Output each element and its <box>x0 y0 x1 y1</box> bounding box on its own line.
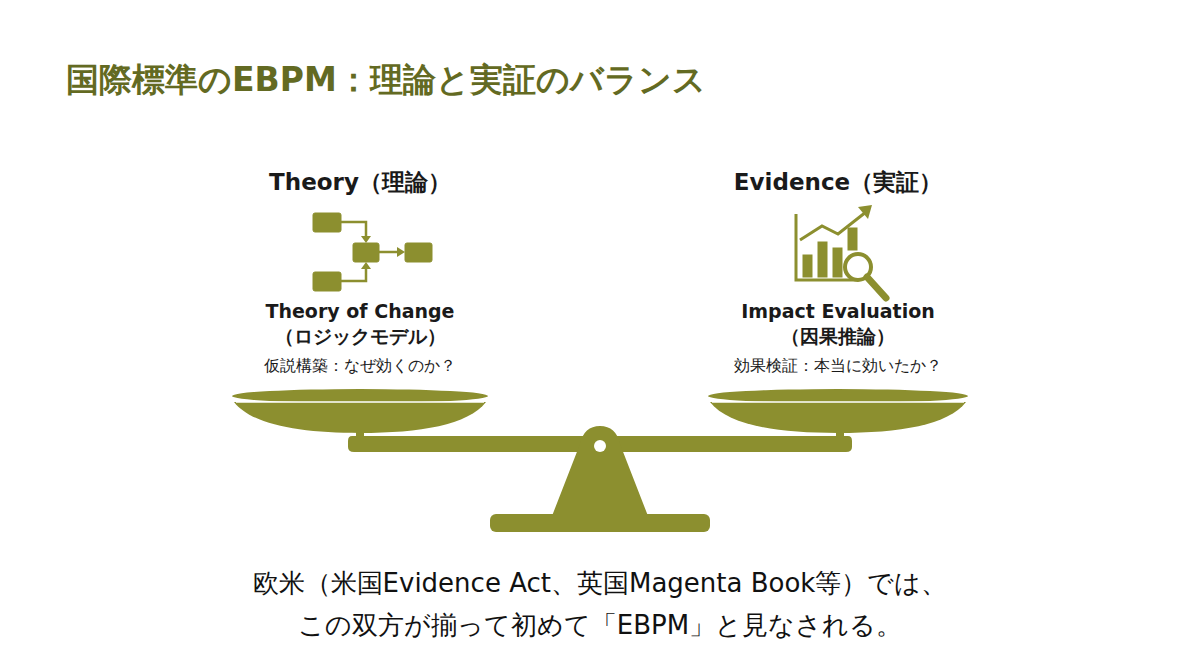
pivot-hole <box>594 440 606 452</box>
pan-rim-gap <box>712 401 964 403</box>
trend-arrowhead <box>858 205 872 219</box>
pan-rim <box>708 389 968 403</box>
pan-bowl <box>710 402 966 433</box>
chart-bar <box>848 228 857 250</box>
method-name: Theory of Change （ロジックモデル） <box>245 299 475 349</box>
pan-bowl <box>234 402 486 433</box>
scale-pan <box>706 387 970 437</box>
slide-caption: 欧米（米国Evidence Act、英国Magenta Book等）では、 この… <box>160 562 1040 646</box>
flowchart-icon <box>313 213 432 291</box>
scale-pivot <box>552 426 648 516</box>
magnifier-handle <box>867 277 886 298</box>
chart-icon <box>796 205 886 298</box>
side-heading: Theory（理論） <box>230 165 490 199</box>
balance-scale <box>348 424 852 532</box>
pan-rim <box>232 389 488 403</box>
method-name: Impact Evaluation （因果推論） <box>723 299 953 349</box>
icon-box <box>313 272 341 291</box>
icon-wire <box>341 267 366 281</box>
method-note: 仮説構築：なぜ効くのか？ <box>230 354 490 378</box>
icon-arrowhead <box>361 262 371 269</box>
icon-arrowhead <box>361 236 371 243</box>
scale-pan-group: Theory（理論） Theory of Change （ロジックモデル） 仮説構築… <box>230 165 490 437</box>
chart-bar <box>803 255 812 277</box>
pan-rim-gap <box>236 401 484 403</box>
icon-arrowhead <box>397 247 405 257</box>
icon-box <box>313 213 341 232</box>
scale-pan-group: Evidence（実証） Impact Evaluation （因果推論） 効果検証… <box>706 165 970 437</box>
icon-box <box>405 243 432 262</box>
icon-box <box>353 243 379 262</box>
scale-pan <box>230 387 490 437</box>
icon-wire <box>341 222 366 238</box>
scale-base <box>490 514 710 532</box>
side-heading: Evidence（実証） <box>706 165 970 199</box>
trend-line <box>800 212 866 240</box>
chart-bar <box>818 242 827 277</box>
icon-wire <box>379 251 399 254</box>
method-note: 効果検証：本当に効いたか？ <box>706 354 970 378</box>
slide-title: 国際標準のEBPM：理論と実証のバランス <box>66 58 706 102</box>
chart-bar <box>833 248 842 277</box>
